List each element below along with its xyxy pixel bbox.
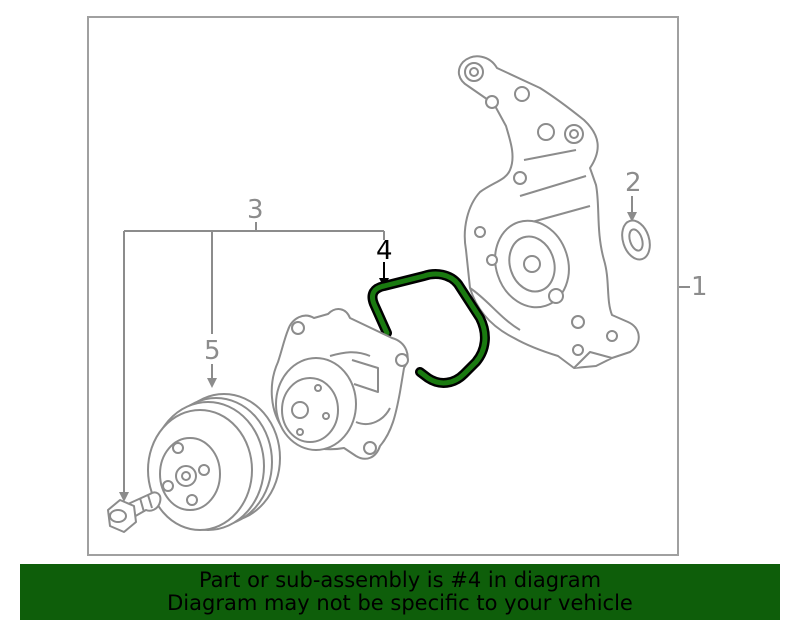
callout-part-2: 2 [625,168,642,198]
callout-part-1: 1 [691,272,708,302]
callout-part-5: 5 [204,336,221,366]
notice-banner: Part or sub-assembly is #4 in diagram Di… [20,564,780,620]
arrowhead-3-bolt [119,492,129,502]
o-ring-part [621,219,651,261]
arrowhead-2 [627,212,637,222]
pulley-part [147,393,281,531]
timing-cover-part [457,55,640,369]
notice-line-1: Part or sub-assembly is #4 in diagram [198,568,602,592]
leader-arrowheads [119,212,637,502]
callout-part-3: 3 [247,195,264,225]
gasket-part-highlighted [367,269,490,388]
leader-lines [123,196,690,492]
bolt-part [107,491,162,533]
callout-part-4: 4 [376,236,393,266]
arrowhead-5 [207,378,217,388]
water-pump-part [270,308,409,460]
notice-line-2: Diagram may not be specific to your vehi… [167,591,633,615]
